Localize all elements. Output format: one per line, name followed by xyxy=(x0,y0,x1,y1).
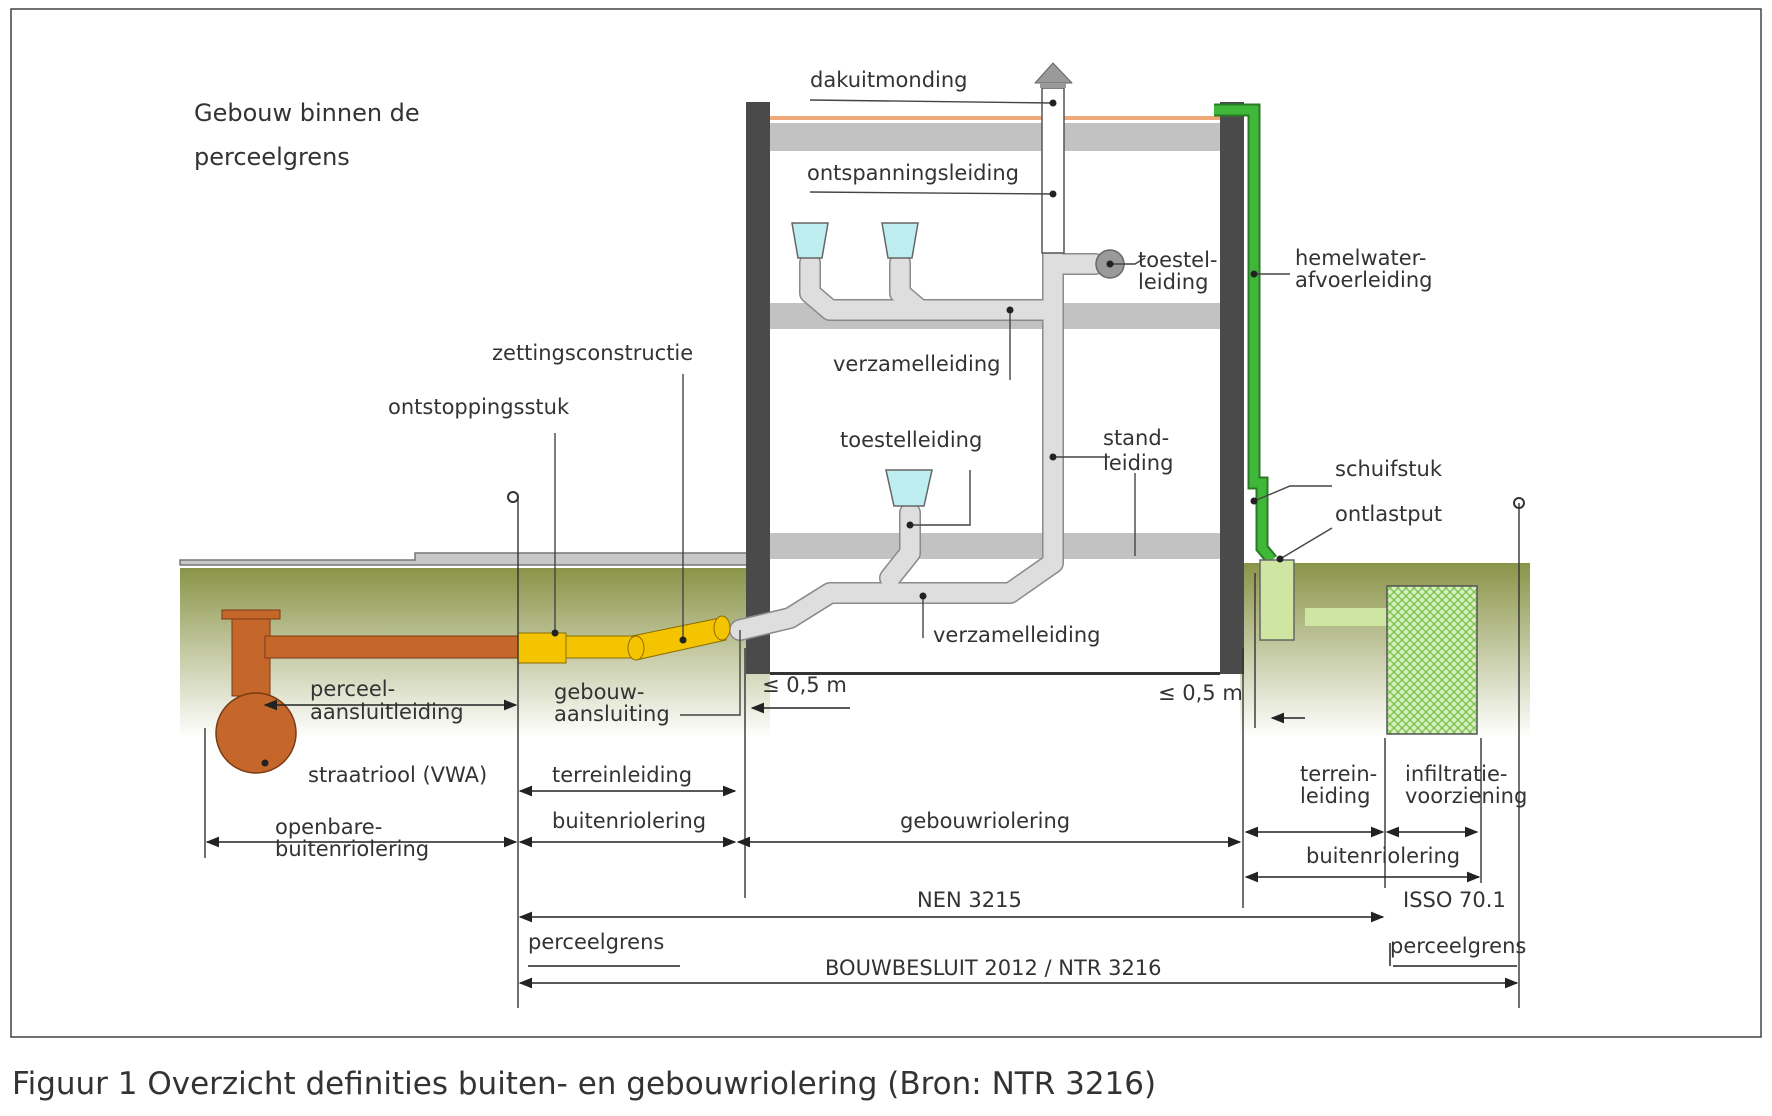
label-openbare-2: buitenriolering xyxy=(275,837,429,861)
label-buitenriolering-left: buitenriolering xyxy=(552,809,706,833)
label-hemelwater-2: afvoerleiding xyxy=(1295,268,1432,292)
label-perceelgrens-right: perceelgrens xyxy=(1390,934,1526,958)
figure-caption: Figuur 1 Overzicht definities buiten- en… xyxy=(12,1066,1157,1102)
wall-right xyxy=(1220,102,1244,674)
label-schuifstuk: schuifstuk xyxy=(1335,457,1443,481)
dots xyxy=(261,99,1284,767)
small-dimensions xyxy=(528,702,1517,967)
label-openbare-1: openbare- xyxy=(275,815,382,839)
straatriool-pipe xyxy=(215,692,297,774)
label-standleiding-1: stand- xyxy=(1103,426,1169,450)
label-straatriool: straatriool (VWA) xyxy=(308,763,487,787)
label-gebouw-1: gebouw- xyxy=(554,680,645,704)
leader-lines xyxy=(554,99,1333,716)
rainwater-pipe xyxy=(1214,103,1277,565)
label-dakuitmonding: dakuitmonding xyxy=(810,68,968,92)
label-bouwbesluit: BOUWBESLUIT 2012 / NTR 3216 xyxy=(825,956,1162,980)
infiltration-system xyxy=(1259,559,1478,735)
label-terrein-r1: terrein- xyxy=(1300,762,1377,786)
label-ontlastput: ontlastput xyxy=(1335,502,1442,526)
label-toestelleiding-r1: toestel- xyxy=(1138,248,1218,272)
label-buitenriolering-right: buitenriolering xyxy=(1306,844,1460,868)
label-verzamelleiding-top: verzamelleiding xyxy=(833,352,1000,376)
label-max-left: ≤ 0,5 m xyxy=(762,673,847,697)
infiltration-unit xyxy=(1386,585,1478,735)
grey-pipe-system xyxy=(729,62,1125,641)
label-verzamelleiding-bottom: verzamelleiding xyxy=(933,623,1100,647)
label-standleiding-2: leiding xyxy=(1103,451,1173,475)
label-perceel-2: aansluitleiding xyxy=(310,700,464,724)
label-isso: ISSO 70.1 xyxy=(1403,888,1506,912)
label-ontspanningsleiding: ontspanningsleiding xyxy=(807,161,1019,185)
label-zettingsconstructie: zettingsconstructie xyxy=(492,341,693,365)
label-ontstoppingsstuk: ontstoppingsstuk xyxy=(388,395,570,419)
diagram-border xyxy=(10,8,1762,1038)
title-line1: Gebouw binnen de xyxy=(194,99,420,127)
label-terrein-r2: leiding xyxy=(1300,784,1370,808)
label-toestelleiding: toestelleiding xyxy=(840,428,982,452)
title-line2: perceelgrens xyxy=(194,143,350,171)
sinks xyxy=(791,222,933,507)
label-nen3215: NEN 3215 xyxy=(917,888,1022,912)
brown-pipes xyxy=(215,609,521,774)
label-perceel-1: perceel- xyxy=(310,677,395,701)
dimension-guides xyxy=(204,497,1520,1008)
label-perceelgrens-left: perceelgrens xyxy=(528,930,664,954)
label-gebouwriolering: gebouwriolering xyxy=(900,809,1070,833)
yellow-pipes xyxy=(517,615,731,664)
label-hemelwater-1: hemelwater- xyxy=(1295,246,1427,270)
label-max-right: ≤ 0,5 m xyxy=(1158,681,1243,705)
label-infiltratie-2: voorziening xyxy=(1405,784,1527,808)
label-infiltratie-1: infiltratie- xyxy=(1405,762,1508,786)
label-gebouw-2: aansluiting xyxy=(554,702,670,726)
dimension-arrows xyxy=(205,699,1519,989)
diagram-frame: Gebouw binnen de perceelgrens dakuitmond… xyxy=(10,8,1762,1038)
label-toestelleiding-r2: leiding xyxy=(1138,270,1208,294)
wall-left xyxy=(746,102,770,674)
label-terreinleiding: terreinleiding xyxy=(552,763,692,787)
